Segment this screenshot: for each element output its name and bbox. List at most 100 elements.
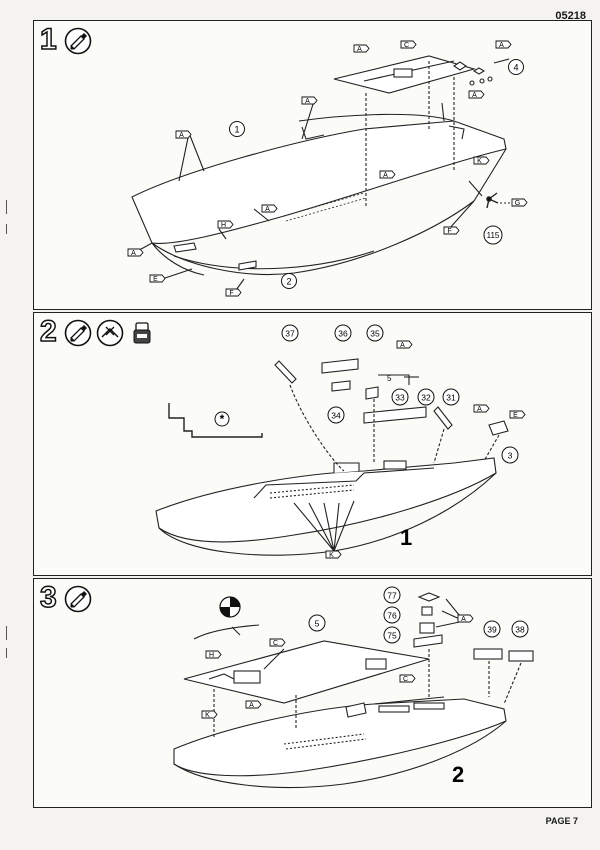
svg-text:34: 34 [331, 411, 341, 421]
svg-text:H: H [209, 652, 214, 659]
step-icons [64, 27, 92, 55]
part-callout: 76 [383, 606, 401, 624]
part-callout: 38 [511, 620, 529, 638]
svg-text:K: K [205, 712, 210, 719]
svg-text:F: F [229, 290, 233, 297]
sprue-tag: F [443, 226, 460, 235]
sprue-tag: A [457, 614, 474, 623]
part-callout: 32 [417, 388, 435, 406]
part-callout: 31 [442, 388, 460, 406]
subassembly-label: 1 [400, 525, 412, 550]
part-callout: 5 [308, 614, 326, 632]
part-callout: 34 [327, 406, 345, 424]
svg-text:C: C [273, 640, 278, 647]
svg-text:G: G [515, 200, 520, 207]
glue-tube-icon [64, 319, 92, 347]
svg-text:K: K [477, 158, 482, 165]
svg-text:75: 75 [387, 631, 397, 641]
sprue-tags: A C A A A K A A H A A F E F G [127, 40, 528, 297]
sprue-tags: C H K A C A [201, 614, 474, 719]
hull-side [151, 148, 507, 276]
sprue-tag: A [127, 248, 144, 257]
part-callout: 36 [334, 324, 352, 342]
svg-text:A: A [383, 172, 388, 179]
step-2-panel: 2 [33, 312, 592, 576]
document-code: 05218 [555, 10, 586, 22]
svg-text:36: 36 [338, 329, 348, 339]
sprue-tag: A [379, 170, 396, 179]
sprue-tag: C [400, 40, 417, 49]
sprue-tag: A [261, 204, 278, 213]
binding-mark [6, 626, 7, 640]
glue-tube-icon [64, 27, 92, 55]
sprue-tag: A [353, 44, 370, 53]
svg-text:E: E [513, 412, 518, 419]
step-1-panel: 1 [33, 20, 592, 310]
step-number: 3 [39, 580, 57, 615]
svg-text:38: 38 [515, 625, 525, 635]
part-36-shape [321, 358, 359, 374]
part-callout: 1 [229, 121, 245, 137]
hull-upper-edge [131, 120, 507, 244]
binding-mark [6, 200, 7, 214]
part-callouts: 1 2 4 115 [229, 59, 524, 289]
svg-text:A: A [400, 342, 405, 349]
sprue-tag: A [175, 130, 192, 139]
part-callout: 2 [281, 273, 297, 289]
svg-text:H: H [221, 222, 226, 229]
part-callout: 33 [391, 388, 409, 406]
step-icons [64, 585, 92, 613]
part-32-shape [363, 406, 427, 424]
part-callout: 115 [483, 225, 503, 245]
part-number: 2 [286, 277, 291, 287]
svg-text:K: K [329, 552, 334, 559]
part-callout: 39 [483, 620, 501, 638]
svg-text:C: C [403, 676, 408, 683]
superstructure [253, 467, 435, 499]
svg-text:31: 31 [446, 393, 456, 403]
step-number: 1 [39, 22, 57, 57]
svg-text:F: F [447, 228, 451, 235]
part-callout: 3 [501, 446, 519, 464]
svg-text:35: 35 [370, 329, 380, 339]
sprue-tag: K [473, 156, 490, 165]
sprue-tag: E [509, 410, 526, 419]
part-callout: 37 [281, 324, 299, 342]
svg-text:A: A [131, 250, 136, 257]
svg-text:32: 32 [421, 393, 431, 403]
step-3-panel: 3 [33, 578, 592, 808]
paint-color-icon [219, 596, 241, 618]
part-callout: 77 [383, 586, 401, 604]
svg-text:*: * [220, 412, 225, 426]
part-callouts: 5 77 76 75 39 38 [308, 586, 529, 644]
step-number: 2 [39, 314, 57, 349]
svg-text:A: A [179, 132, 184, 139]
cut-sprue-icon [96, 319, 124, 347]
step-3-drawing: 5 77 76 75 39 38 C H K A C A 2 [173, 586, 534, 789]
leader-label: 5 [387, 374, 392, 383]
sprue-tags: A A E K [325, 340, 526, 559]
sprue-tag: A [495, 40, 512, 49]
svg-text:37: 37 [285, 329, 295, 339]
page-number: PAGE 7 [545, 816, 578, 826]
sprue-tag: C [269, 638, 286, 647]
sprue-tag: K [201, 710, 218, 719]
svg-text:C: C [404, 42, 409, 49]
part-31-shape [433, 406, 453, 430]
part-37-shape [274, 360, 297, 384]
part-callout: 4 [508, 59, 524, 75]
binding-mark [6, 224, 7, 234]
svg-text:77: 77 [387, 591, 397, 601]
svg-text:A: A [265, 206, 270, 213]
svg-text:3: 3 [508, 451, 513, 461]
svg-text:A: A [357, 46, 362, 53]
svg-text:E: E [153, 276, 158, 283]
svg-text:A: A [499, 42, 504, 49]
sprue-tag: H [205, 650, 222, 659]
sprue-tag: A [396, 340, 413, 349]
glue-tube-icon [64, 585, 92, 613]
asterisk-marker: * [214, 411, 230, 427]
svg-text:76: 76 [387, 611, 397, 621]
part-callout: 35 [366, 324, 384, 342]
propeller-part [486, 192, 499, 209]
